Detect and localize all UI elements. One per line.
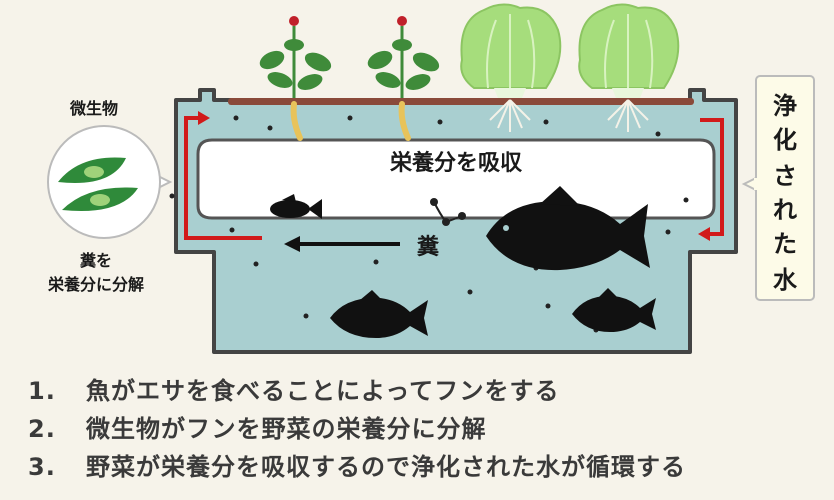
- step-number: 1.: [28, 377, 56, 405]
- fish-medium-2: [572, 288, 656, 332]
- sprout-plant-1: [259, 16, 332, 141]
- purified-water-char: 水: [773, 266, 798, 294]
- microbes-callout: [47, 125, 173, 239]
- purified-water-callout: [741, 75, 815, 301]
- grow-bed: [228, 98, 694, 105]
- fish-large: [486, 186, 650, 271]
- purified-water-char: 化: [773, 126, 797, 154]
- microbe-cell-icon: [58, 157, 126, 183]
- step-item: 3. 野菜が栄養分を吸収するので浄化された水が循環する: [28, 448, 828, 486]
- step-number: 3.: [28, 453, 56, 481]
- fish-medium-1: [330, 290, 428, 338]
- fish-small: [270, 194, 322, 219]
- flower-bud: [289, 16, 299, 26]
- step-text: 魚がエサを食べることによってフンをする: [86, 377, 560, 405]
- absorb-nutrients-label: 栄養分を吸収: [389, 150, 523, 176]
- lettuce-1: [460, 3, 562, 132]
- microbe-cell-icon: [62, 187, 138, 212]
- step-item: 1. 魚がエサを食べることによってフンをする: [28, 372, 828, 410]
- step-number: 2.: [28, 415, 56, 443]
- step-item: 2. 微生物がフンを野菜の栄養分に分解: [28, 410, 828, 448]
- feces-flow-arrow: [284, 236, 400, 252]
- purified-water-char: た: [773, 230, 797, 258]
- flower-bud: [397, 16, 407, 26]
- tank: [174, 88, 738, 354]
- flow-arrows: [184, 111, 724, 241]
- step-text: 野菜が栄養分を吸収するので浄化された水が循環する: [86, 453, 686, 481]
- step-text: 微生物がフンを野菜の栄養分に分解: [86, 415, 487, 443]
- process-steps: 1. 魚がエサを食べることによってフンをする 2. 微生物がフンを野菜の栄養分に分解…: [28, 372, 828, 486]
- purified-water-char: 浄: [773, 92, 797, 120]
- feces-particles: [169, 115, 689, 333]
- purified-water-char: れ: [773, 196, 797, 224]
- purified-water-label: 浄 化 さ れ た 水: [773, 92, 798, 294]
- microbes-label: 微生物: [69, 99, 118, 118]
- lettuce-2: [578, 3, 680, 132]
- sprout-plant-2: [367, 16, 440, 141]
- aquaponics-diagram: 微生物 糞を 栄養分に分解 栄養分を吸収 糞 浄 化 さ れ た 水: [47, 3, 815, 354]
- feces-label: 糞: [416, 234, 440, 260]
- feces-decomposed-label-line1: 糞を: [79, 251, 112, 270]
- purified-water-char: さ: [773, 162, 797, 190]
- feces-decomposed-label-line2: 栄養分に分解: [47, 275, 144, 294]
